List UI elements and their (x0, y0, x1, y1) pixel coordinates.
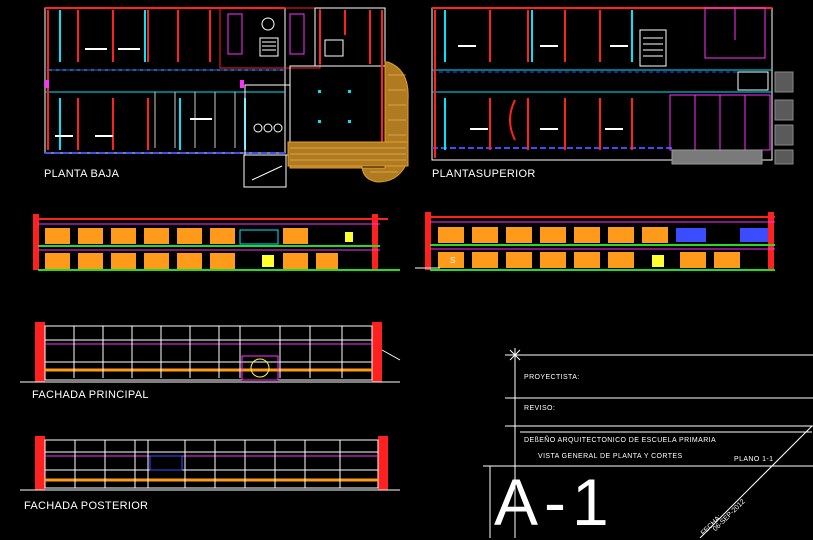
reviso-label: REVISO: (524, 405, 556, 412)
fachada-posterior-label: FACHADA POSTERIOR (24, 500, 149, 512)
planta-baja-left-wing (44, 7, 286, 154)
project-title: DEßEÑO ARQUITECTONICO DE ESCUELA PRIMARI… (524, 437, 717, 444)
plano-number: PLANO 1-1 (734, 456, 774, 463)
sheet-number: A-1 (494, 465, 615, 539)
planta-baja-courtyard-hatch (287, 61, 409, 183)
proyectista-label: PROYECTISTA: (524, 374, 580, 381)
planta-baja-plan (44, 7, 409, 188)
planta-superior-service-block (669, 7, 794, 165)
planta-superior-plan (431, 7, 794, 165)
section-tag: S (450, 256, 456, 265)
planta-baja-right-wing (289, 7, 391, 152)
section-left (33, 214, 400, 271)
project-subtitle: VISTA GENERAL DE PLANTA Y CORTES (538, 453, 683, 460)
fachada-principal-drawing (20, 322, 401, 383)
section-right (415, 212, 775, 271)
planta-superior-label: PLANTASUPERIOR (432, 168, 536, 180)
fachada-posterior-drawing (20, 436, 400, 491)
title-block-frame (483, 348, 813, 538)
fachada-principal-label: FACHADA PRINCIPAL (32, 389, 149, 401)
planta-baja-label: PLANTA BAJA (44, 168, 120, 180)
